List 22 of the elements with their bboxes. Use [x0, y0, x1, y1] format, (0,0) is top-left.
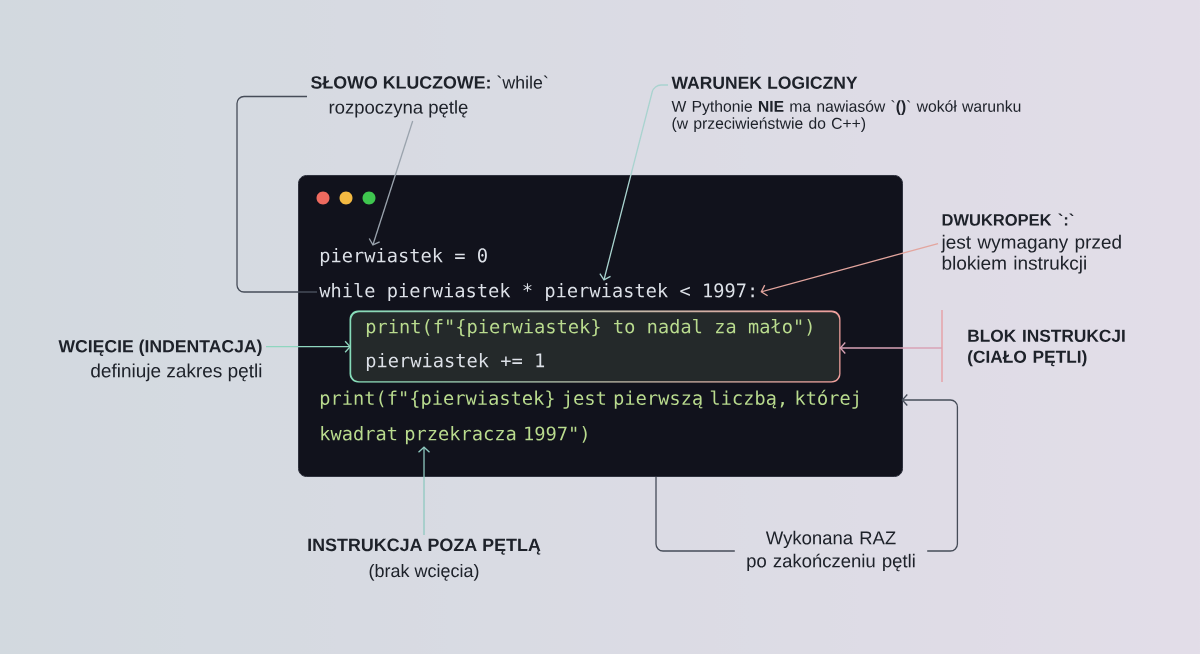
annotation-text: BLOK INSTRUKCJI (CIAŁO PĘTLI) — [968, 329, 1125, 367]
arrow — [265, 340, 351, 353]
bracket-line — [655, 476, 736, 552]
arrow — [901, 393, 959, 552]
annotation-text: INSTRUKCJA POZA PĘTLĄ (brak wcięcia) — [308, 538, 541, 581]
bracket-line — [236, 95, 318, 293]
loop-body-box — [351, 312, 840, 382]
arrow — [839, 341, 943, 355]
annotation-text: SŁOWO KLUCZOWE: `while` rozpoczyna pętlę — [311, 75, 548, 118]
arrow — [368, 120, 414, 246]
annotation-text: DWUKROPEK `:` jest wymagany przed blokiem instrukcji — [941, 213, 1121, 274]
arrow — [760, 242, 939, 297]
code-line: while pierwiastek * pierwiastek < 1997: — [319, 282, 754, 302]
code-line: print(f"{pierwiastek} jest pierwszą liczbą, której kwadrat przekracza 1997") — [320, 389, 858, 445]
code-line: pierwiastek = 0 — [320, 247, 487, 267]
arrow — [599, 84, 669, 281]
code-line: print(f"{pierwiastek} to nadal za mało") — [366, 318, 812, 338]
annotation-text: Wykonana RAZ po zakończeniu pętli — [747, 530, 915, 572]
annotation-text: WCIĘCIE (INDENTACJA) definiuje zakres pętli — [58, 339, 262, 382]
code-line: pierwiastek += 1 — [366, 352, 545, 372]
arrow — [417, 446, 431, 536]
annotation-text: WARUNEK LOGICZNY W Pythonie NIE ma nawiasów `()` wokół warunku (w przeciwieństwie do C++) — [671, 76, 1021, 132]
